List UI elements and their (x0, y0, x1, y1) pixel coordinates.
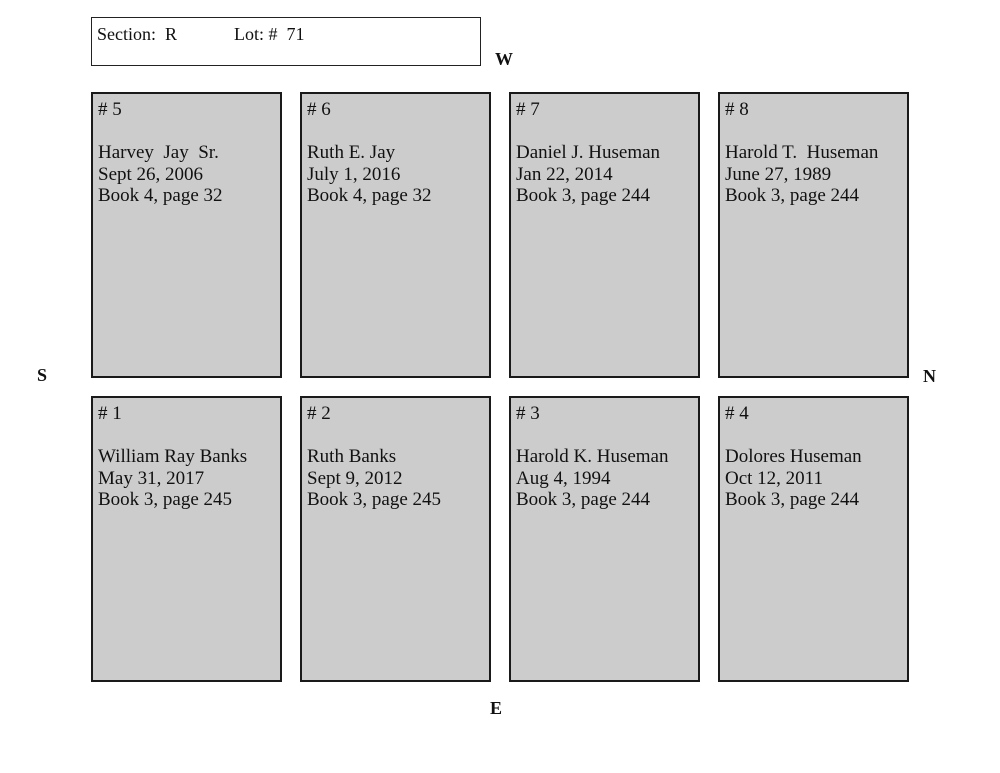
section-lot-header: Section: R Lot: # 71 (91, 17, 481, 66)
plot-info: Daniel J. Huseman Jan 22, 2014 Book 3, p… (516, 142, 660, 207)
plot-record: Book 3, page 245 (307, 489, 442, 510)
plot-name: Ruth Banks (307, 446, 397, 467)
plot-record: Book 3, page 245 (98, 489, 233, 510)
plot-name: Dolores Huseman (725, 446, 862, 467)
plot-name: William Ray Banks (98, 446, 248, 467)
plot-1: # 1 William Ray Banks May 31, 2017 Book … (91, 396, 282, 682)
plot-info: Harvey Jay Sr. Sept 26, 2006 Book 4, pag… (98, 142, 223, 207)
plot-record: Book 3, page 244 (725, 489, 860, 510)
plot-info: William Ray Banks May 31, 2017 Book 3, p… (98, 446, 247, 511)
plot-record: Book 3, page 244 (516, 489, 651, 510)
plot-info: Ruth E. Jay July 1, 2016 Book 4, page 32 (307, 142, 432, 207)
plot-8: # 8 Harold T. Huseman June 27, 1989 Book… (718, 92, 909, 378)
compass-west: W (495, 49, 513, 69)
plot-date: June 27, 1989 (725, 163, 832, 185)
plot-number: # 8 (725, 99, 749, 120)
plot-name: Harvey Jay Sr. (98, 142, 219, 163)
plot-number: # 6 (307, 99, 331, 120)
plot-3: # 3 Harold K. Huseman Aug 4, 1994 Book 3… (509, 396, 700, 682)
compass-north: N (923, 366, 936, 386)
plot-info: Dolores Huseman Oct 12, 2011 Book 3, pag… (725, 446, 862, 511)
plot-5: # 5 Harvey Jay Sr. Sept 26, 2006 Book 4,… (91, 92, 282, 378)
plot-number: # 5 (98, 99, 122, 120)
lot-label: Lot: # 71 (234, 24, 305, 44)
plot-number: # 7 (516, 99, 540, 120)
plot-number: # 2 (307, 403, 331, 424)
section-label: Section: R (97, 24, 177, 44)
plot-name: Ruth E. Jay (307, 142, 396, 163)
plot-2: # 2 Ruth Banks Sept 9, 2012 Book 3, page… (300, 396, 491, 682)
plot-record: Book 3, page 244 (516, 185, 651, 206)
plot-date: May 31, 2017 (98, 467, 205, 489)
plot-7: # 7 Daniel J. Huseman Jan 22, 2014 Book … (509, 92, 700, 378)
plot-date: Sept 9, 2012 (307, 467, 403, 489)
plot-info: Harold T. Huseman June 27, 1989 Book 3, … (725, 142, 878, 207)
plot-number: # 4 (725, 403, 749, 424)
compass-south: S (37, 365, 48, 385)
plot-6: # 6 Ruth E. Jay July 1, 2016 Book 4, pag… (300, 92, 491, 378)
plot-date: Aug 4, 1994 (516, 467, 611, 489)
plot-date: July 1, 2016 (307, 163, 401, 185)
plot-date: Oct 12, 2011 (725, 467, 823, 489)
plot-record: Book 4, page 32 (98, 185, 223, 206)
plot-name: Daniel J. Huseman (516, 142, 661, 163)
plot-name: Harold K. Huseman (516, 446, 669, 467)
plot-number: # 3 (516, 403, 540, 424)
plot-date: Jan 22, 2014 (516, 163, 613, 185)
plot-info: Harold K. Huseman Aug 4, 1994 Book 3, pa… (516, 446, 669, 511)
plot-4: # 4 Dolores Huseman Oct 12, 2011 Book 3,… (718, 396, 909, 682)
plot-number: # 1 (98, 403, 122, 424)
plot-date: Sept 26, 2006 (98, 163, 204, 185)
plot-record: Book 3, page 244 (725, 185, 860, 206)
compass-east: E (490, 698, 503, 718)
plot-name: Harold T. Huseman (725, 142, 879, 163)
plot-record: Book 4, page 32 (307, 185, 432, 206)
plot-info: Ruth Banks Sept 9, 2012 Book 3, page 245 (307, 446, 441, 511)
